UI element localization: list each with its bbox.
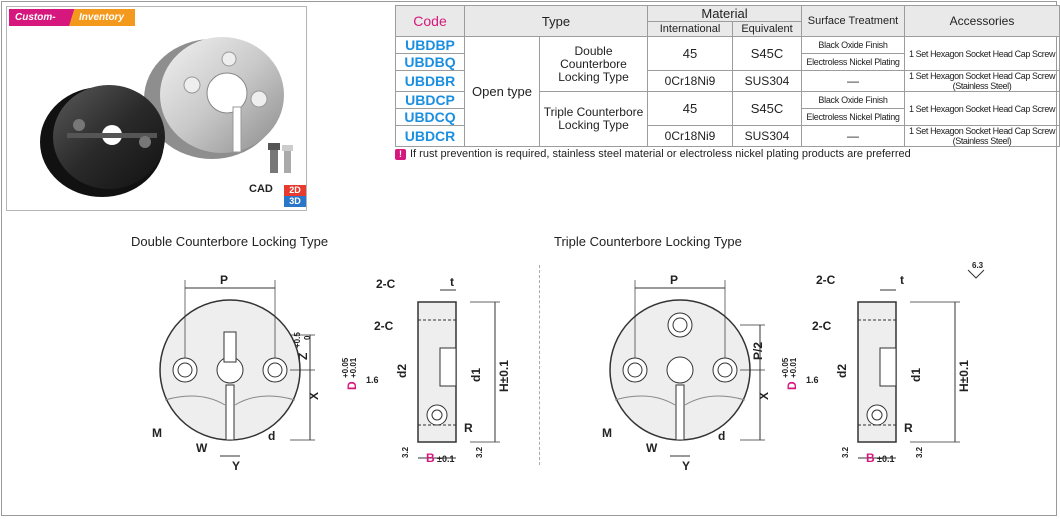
- mat-eq-cell: SUS304: [732, 125, 802, 147]
- label-Y: Y: [232, 459, 240, 473]
- dim-H: H±0.1: [957, 360, 971, 392]
- cad-3d-badge[interactable]: 3D: [284, 196, 306, 207]
- international-header: International: [647, 21, 733, 37]
- roughness-1-6: 1.6: [366, 375, 379, 385]
- label-M: M: [152, 426, 162, 440]
- triple-drawing-title: Triple Counterbore Locking Type: [554, 234, 742, 249]
- surface-cell: —: [801, 125, 905, 147]
- surface-cell: Black Oxide Finish: [801, 91, 905, 109]
- roughness-3-2-left: 3.2: [401, 446, 410, 458]
- spec-table: Code Type Material Surface Treatment Acc…: [395, 5, 1060, 147]
- label-2C-top: 2-C: [816, 273, 836, 287]
- warning-icon: !: [395, 148, 406, 160]
- dim-B-tol: ±0.1: [877, 454, 894, 464]
- mat-eq-cell: S45C: [732, 91, 802, 126]
- rust-note: ! If rust prevention is required, stainl…: [395, 148, 911, 160]
- label-t: t: [900, 273, 904, 287]
- label-Y: Y: [682, 459, 690, 473]
- label-R: R: [464, 421, 473, 435]
- mat-eq-cell: S45C: [732, 36, 802, 71]
- cad-2d-badge[interactable]: 2D: [284, 185, 306, 196]
- type-header: Type: [464, 5, 648, 37]
- dim-X: X: [757, 392, 771, 400]
- double-type-cell: Double Counterbore Locking Type: [539, 36, 648, 92]
- surface-cell: Electroless Nickel Plating: [801, 108, 905, 126]
- dim-d1: d1: [909, 368, 923, 382]
- dim-P: P: [220, 273, 228, 287]
- double-drawing-title: Double Counterbore Locking Type: [131, 234, 329, 249]
- surface-cell: Black Oxide Finish: [801, 36, 905, 54]
- inventory-tag: Inventory: [69, 9, 135, 26]
- equivalent-header: Equivalent: [732, 21, 802, 37]
- accessory-cell: 1 Set Hexagon Socket Head Cap Screw (Sta…: [904, 125, 1060, 147]
- label-W: W: [196, 441, 208, 455]
- dim-B: B: [426, 451, 435, 465]
- code-cell[interactable]: UBDCP: [395, 91, 465, 109]
- accessory-cell: 1 Set Hexagon Socket Head Cap Screw: [904, 91, 1060, 126]
- dim-d1: d1: [469, 368, 483, 382]
- rust-note-text: If rust prevention is required, stainles…: [410, 148, 911, 160]
- code-cell[interactable]: UBDBQ: [395, 53, 465, 71]
- mat-int-cell: 45: [647, 36, 733, 71]
- code-cell[interactable]: UBDCQ: [395, 108, 465, 126]
- surface-cell: —: [801, 70, 905, 92]
- code-cell[interactable]: UBDBR: [395, 70, 465, 92]
- roughness-6-3: 6.3: [972, 261, 984, 270]
- mat-int-cell: 45: [647, 91, 733, 126]
- label-d: d: [268, 429, 275, 443]
- product-photo-panel: Custom-made Inventory CAD 2: [6, 6, 307, 211]
- label-t: t: [450, 275, 454, 289]
- dim-P: P: [670, 273, 678, 287]
- surface-header: Surface Treatment: [801, 5, 905, 37]
- label-2C-top: 2-C: [376, 277, 396, 291]
- dim-D: D: [785, 381, 799, 390]
- dim-B-tol: ±0.1: [437, 454, 454, 464]
- accessories-header: Accessories: [904, 5, 1060, 37]
- cad-badge[interactable]: 2D 3D: [284, 185, 306, 207]
- mat-eq-cell: SUS304: [732, 70, 802, 92]
- dim-d2: d2: [395, 364, 409, 378]
- label-d: d: [718, 429, 725, 443]
- roughness-3-2-right: 3.2: [915, 446, 924, 458]
- label-2C-mid: 2-C: [812, 319, 832, 333]
- dim-d2: d2: [835, 364, 849, 378]
- roughness-3-2-left: 3.2: [841, 446, 850, 458]
- double-type-drawing: P Z +0.5 0 X M W Y d 2-C 2-C t H±0.1 d1 …: [152, 273, 511, 473]
- label-M: M: [602, 426, 612, 440]
- accessory-cell: 1 Set Hexagon Socket Head Cap Screw (Sta…: [904, 70, 1060, 92]
- roughness-1-6: 1.6: [806, 375, 819, 385]
- dim-D-lower: +0.01: [789, 357, 798, 378]
- mat-int-cell: 0Cr18Ni9: [647, 70, 733, 92]
- custom-made-tag: Custom-made: [9, 9, 85, 40]
- label-W: W: [646, 441, 658, 455]
- surface-cell: Electroless Nickel Plating: [801, 53, 905, 71]
- triple-type-cell: Triple Counterbore Locking Type: [539, 91, 648, 147]
- material-header: Material: [647, 5, 802, 22]
- collar-photo: [40, 37, 293, 197]
- dim-D: D: [345, 381, 359, 390]
- dim-D-upper: +0.05: [341, 357, 350, 378]
- open-type-cell: Open type: [464, 36, 540, 147]
- dim-Z-upper: +0.5: [293, 332, 302, 348]
- label-R: R: [904, 421, 913, 435]
- dim-Z-lower: 0: [303, 335, 312, 340]
- cad-label: CAD: [249, 183, 273, 195]
- dim-D-lower: +0.01: [349, 357, 358, 378]
- dim-H: H±0.1: [497, 360, 511, 392]
- code-header: Code: [395, 5, 465, 37]
- drawing-divider: [539, 265, 540, 465]
- dim-B: B: [866, 451, 875, 465]
- dim-X: X: [307, 392, 321, 400]
- triple-type-drawing: P P/2 X M W Y d 2-C 2-C t H±0.1 d1 d2 D …: [602, 261, 985, 473]
- dim-D-upper: +0.05: [781, 357, 790, 378]
- roughness-3-2-right: 3.2: [475, 446, 484, 458]
- dim-Z: Z: [296, 353, 310, 360]
- dim-P-half: P/2: [751, 342, 765, 360]
- accessory-cell: 1 Set Hexagon Socket Head Cap Screw: [904, 36, 1060, 71]
- label-2C-mid: 2-C: [374, 319, 394, 333]
- mat-int-cell: 0Cr18Ni9: [647, 125, 733, 147]
- code-cell[interactable]: UBDCR: [395, 125, 465, 147]
- code-cell[interactable]: UBDBP: [395, 36, 465, 54]
